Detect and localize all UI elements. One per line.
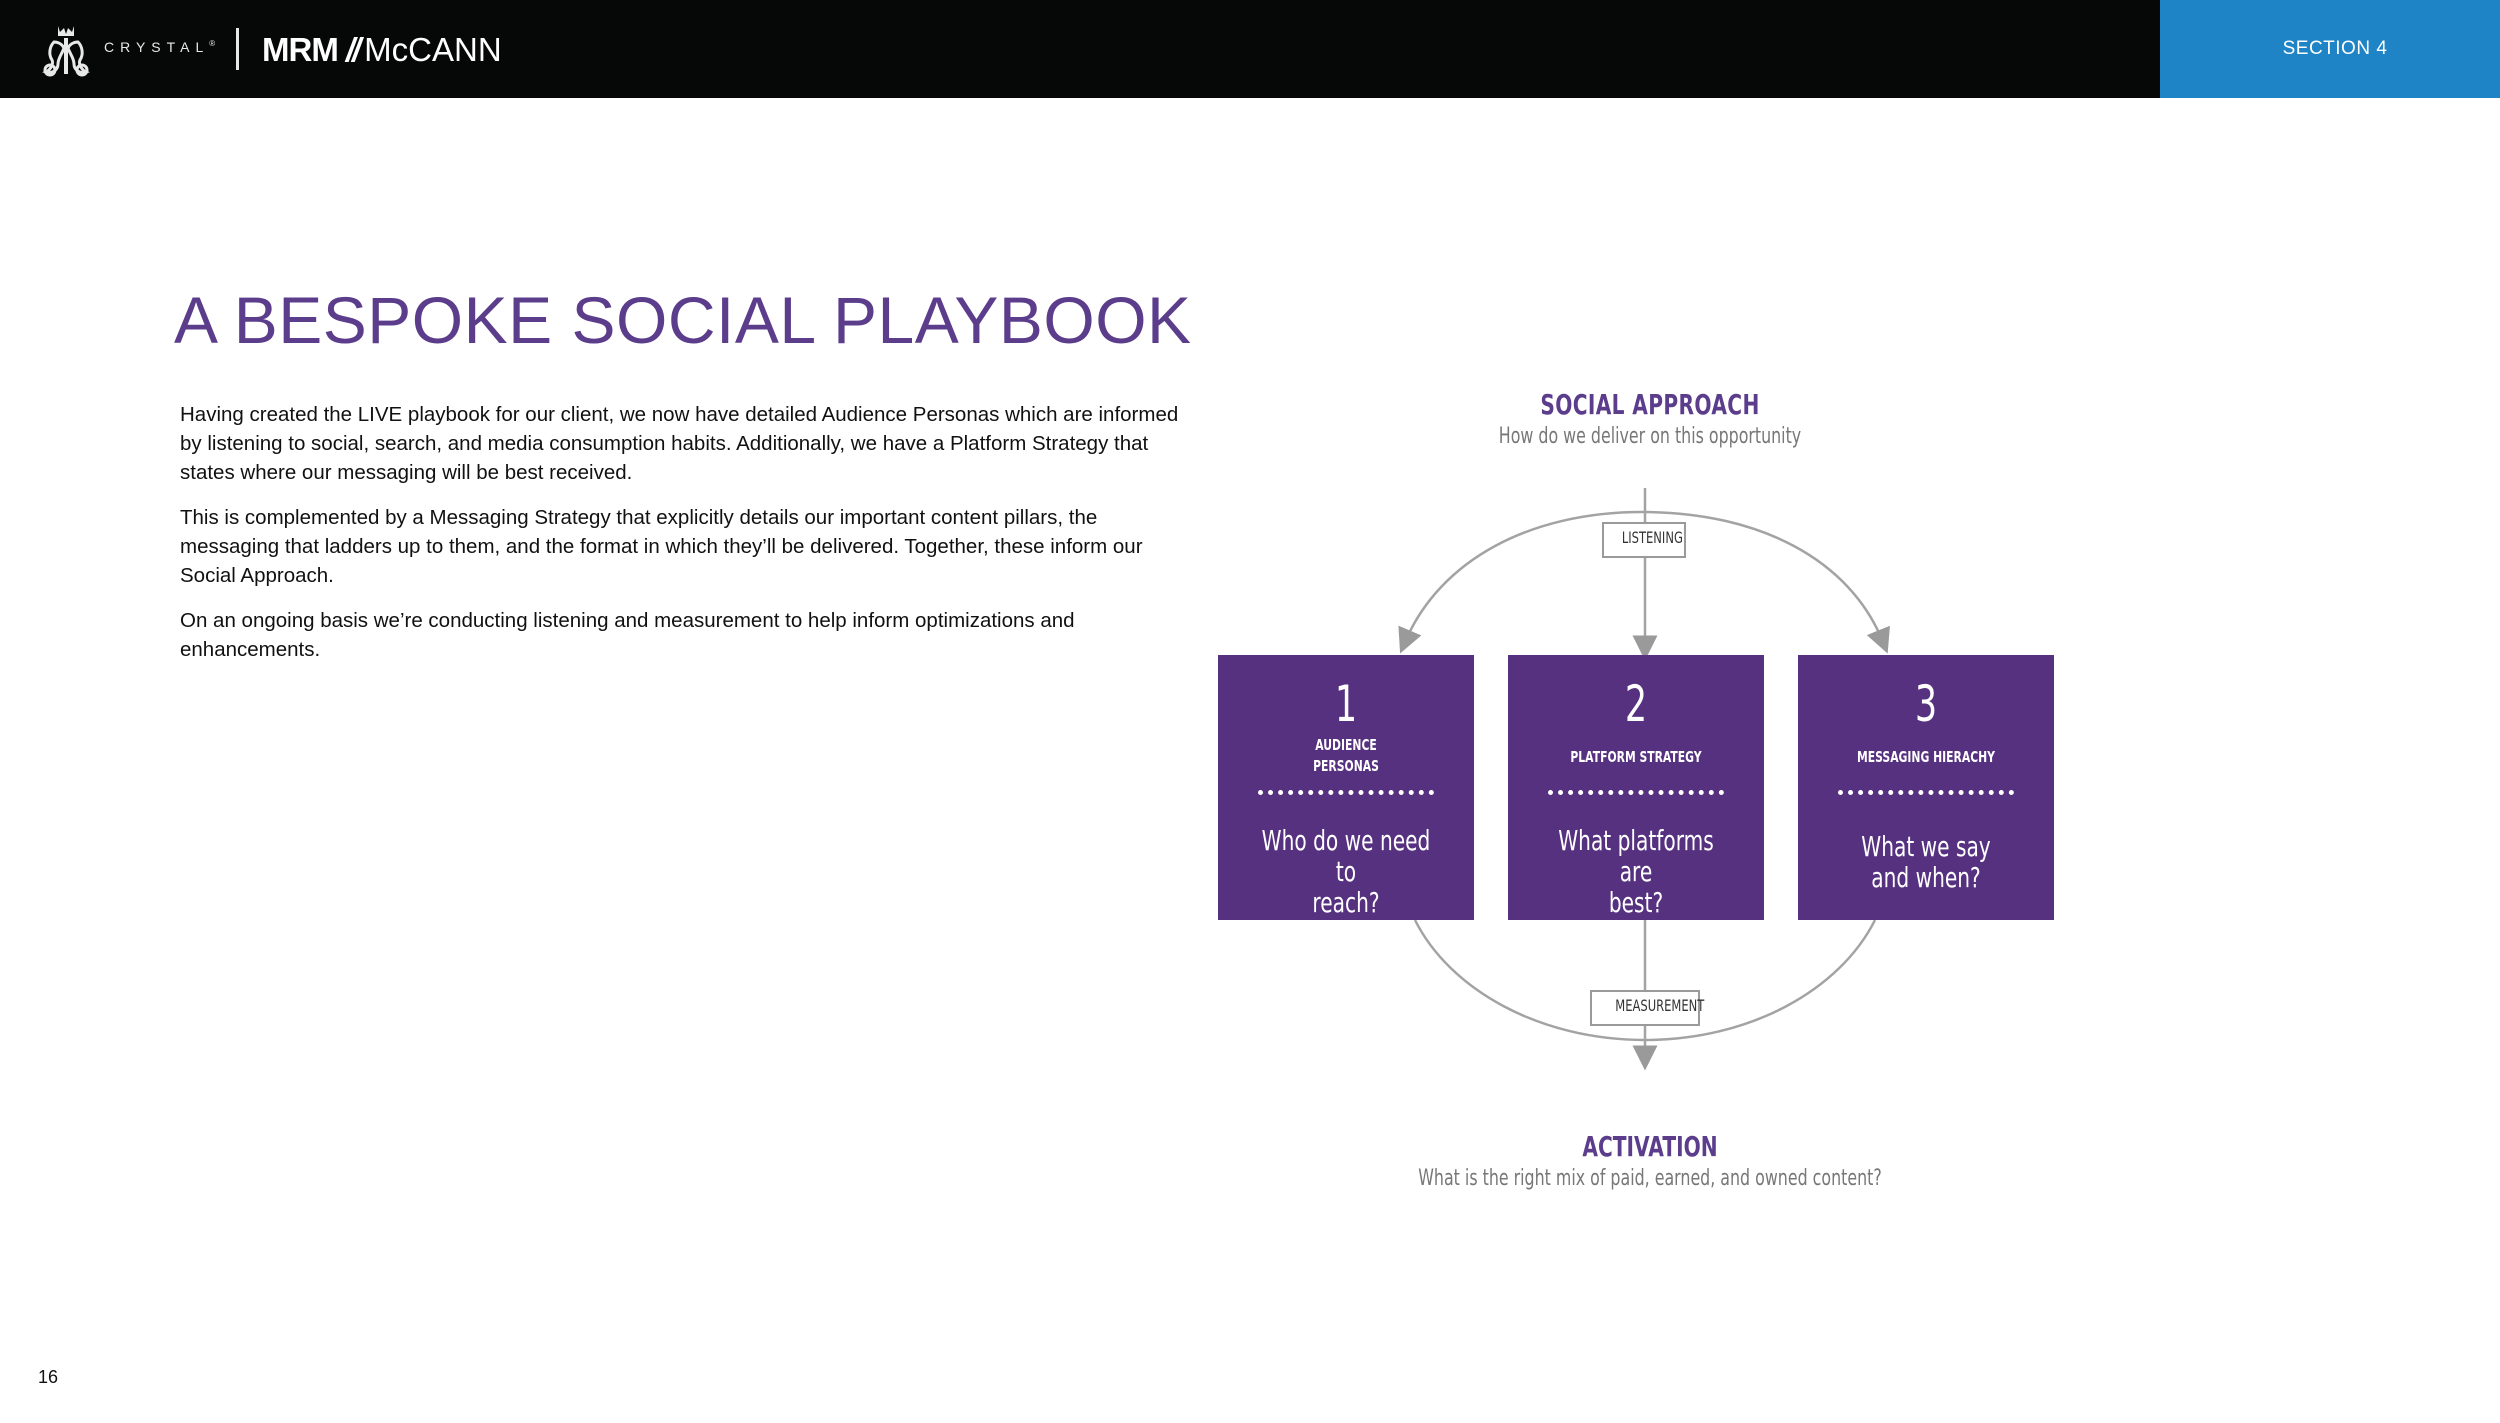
measurement-label: MEASUREMENT (1590, 990, 1704, 1026)
box-number: 1 (1334, 675, 1358, 733)
dotted-divider (1838, 790, 2014, 795)
box-number: 2 (1624, 675, 1648, 733)
activation-subtitle: What is the right mix of paid, earned, a… (1418, 1166, 1882, 1191)
box-name: PLATFORM STRATEGY (1570, 748, 1702, 766)
dotted-divider (1258, 790, 1434, 795)
listening-label: LISTENING (1602, 522, 1686, 558)
body-text: Having created the LIVE playbook for our… (180, 400, 1180, 680)
page-title: A BESPOKE SOCIAL PLAYBOOK (174, 283, 1192, 357)
social-approach-diagram: SOCIAL APPROACH How do we deliver on thi… (1200, 380, 2100, 1220)
page-number: 16 (38, 1367, 59, 1387)
crystal-seahorse-logo-icon (42, 26, 90, 77)
diagram-connectors (1398, 488, 1890, 1071)
crystal-wordmark: CRYSTAL® (104, 39, 216, 55)
dotted-divider (1548, 790, 1724, 795)
listening-arc-left (1398, 510, 1643, 654)
paragraph: Having created the LIVE playbook for our… (180, 403, 1179, 484)
section-tab: SECTION 4 (2160, 0, 2500, 98)
measurement-arc-left (1413, 919, 1646, 1042)
diagram-title: SOCIAL APPROACH (1540, 388, 1760, 421)
box-number: 3 (1914, 675, 1938, 733)
paragraph: On an ongoing basis we’re conducting lis… (180, 609, 1075, 661)
listening-arc-right (1641, 510, 1890, 654)
measurement-arc-right (1644, 919, 1877, 1042)
paragraph: This is complemented by a Messaging Stra… (180, 506, 1143, 587)
section-label: SECTION 4 (2282, 38, 2388, 59)
header-bar: CRYSTAL® MRM//McCANN (0, 0, 2160, 98)
box-name: MESSAGING HIERACHY (1856, 748, 1995, 766)
logo-divider (236, 28, 239, 70)
activation-title: ACTIVATION (1582, 1130, 1718, 1163)
diagram-subtitle: How do we deliver on this opportunity (1498, 424, 1802, 449)
mrm-mccann-logo: MRM//McCANN (262, 31, 502, 68)
